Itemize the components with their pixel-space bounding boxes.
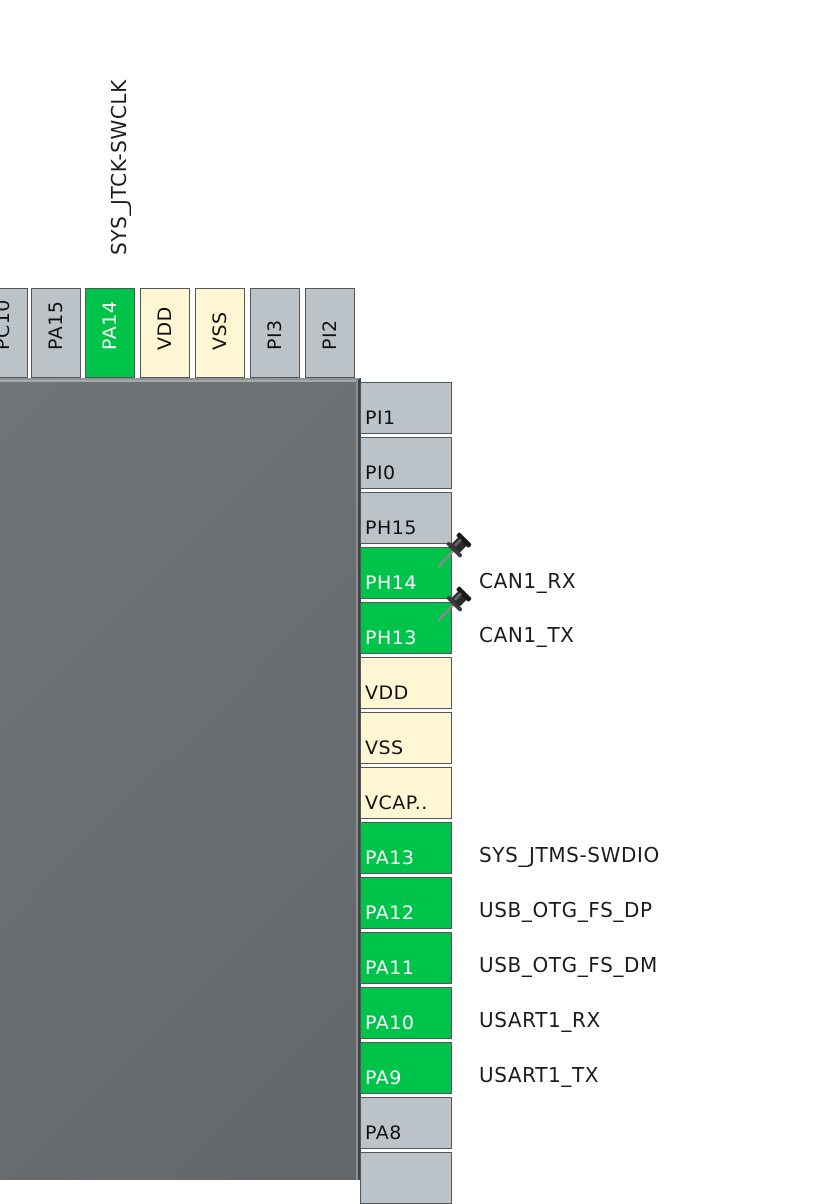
pin-vcap[interactable]: VCAP.. xyxy=(360,767,452,819)
pin-pa13[interactable]: PA13 xyxy=(360,822,452,874)
pin-ph13[interactable]: PH13 xyxy=(360,602,452,654)
pin-pa11[interactable]: PA11 xyxy=(360,932,452,984)
signal-label-pa9: USART1_TX xyxy=(479,1063,600,1087)
signal-label-pa12: USB_OTG_FS_DP xyxy=(479,898,653,922)
signal-label-pa14: SYS_JTCK-SWCLK xyxy=(107,79,131,255)
pin-label: VDD xyxy=(154,306,176,350)
pin-ph14[interactable]: PH14 xyxy=(360,547,452,599)
mcu-package-body xyxy=(0,378,361,1180)
pin-label: PA8 xyxy=(365,1122,402,1144)
pin-label: PA13 xyxy=(365,847,415,869)
pin-label: VCAP.. xyxy=(365,792,428,814)
signal-label-pa13: SYS_JTMS-SWDIO xyxy=(479,843,660,867)
pin-label: VSS xyxy=(209,311,231,350)
pin-label: PH14 xyxy=(365,572,417,594)
pushpin-icon[interactable] xyxy=(434,580,478,624)
pin-label: PC10 xyxy=(0,299,14,350)
signal-label-ph13: CAN1_TX xyxy=(479,623,575,647)
pin-next-partial[interactable] xyxy=(360,1152,452,1204)
pin-pc10[interactable]: PC10 xyxy=(0,288,28,378)
pin-pi1[interactable]: PI1 xyxy=(360,382,452,434)
pin-label: PH13 xyxy=(365,627,417,649)
pin-pi0[interactable]: PI0 xyxy=(360,437,452,489)
pin-pa15[interactable]: PA15 xyxy=(31,288,81,378)
pin-label: PI0 xyxy=(365,462,396,484)
pin-ph15[interactable]: PH15 xyxy=(360,492,452,544)
pin-vdd-top[interactable]: VDD xyxy=(140,288,190,378)
pin-pi2[interactable]: PI2 xyxy=(305,288,355,378)
pin-pi3[interactable]: PI3 xyxy=(250,288,300,378)
pin-vss-right[interactable]: VSS xyxy=(360,712,452,764)
pin-vss-top[interactable]: VSS xyxy=(195,288,245,378)
pin-label: PA10 xyxy=(365,1012,415,1034)
pin-pa10[interactable]: PA10 xyxy=(360,987,452,1039)
pin-pa12[interactable]: PA12 xyxy=(360,877,452,929)
pin-label: PI3 xyxy=(264,319,286,350)
pin-label: PA9 xyxy=(365,1067,402,1089)
pin-label: PH15 xyxy=(365,517,417,539)
pin-pa9[interactable]: PA9 xyxy=(360,1042,452,1094)
signal-label-ph14: CAN1_RX xyxy=(479,569,577,593)
pin-label: PA14 xyxy=(99,300,121,350)
pin-label: PA15 xyxy=(45,300,67,350)
pushpin-icon[interactable] xyxy=(434,526,478,570)
signal-label-pa10: USART1_RX xyxy=(479,1008,601,1032)
pin-label: PI1 xyxy=(365,407,396,429)
signal-label-pa11: USB_OTG_FS_DM xyxy=(479,953,658,977)
pin-label: PA11 xyxy=(365,957,415,979)
pin-pa8[interactable]: PA8 xyxy=(360,1097,452,1149)
pin-label: PA12 xyxy=(365,902,415,924)
pin-label: VDD xyxy=(365,682,409,704)
pin-label: PI2 xyxy=(319,319,341,350)
pin-label: VSS xyxy=(365,737,404,759)
pin-pa14[interactable]: PA14 xyxy=(85,288,135,378)
pin-vdd-right[interactable]: VDD xyxy=(360,657,452,709)
